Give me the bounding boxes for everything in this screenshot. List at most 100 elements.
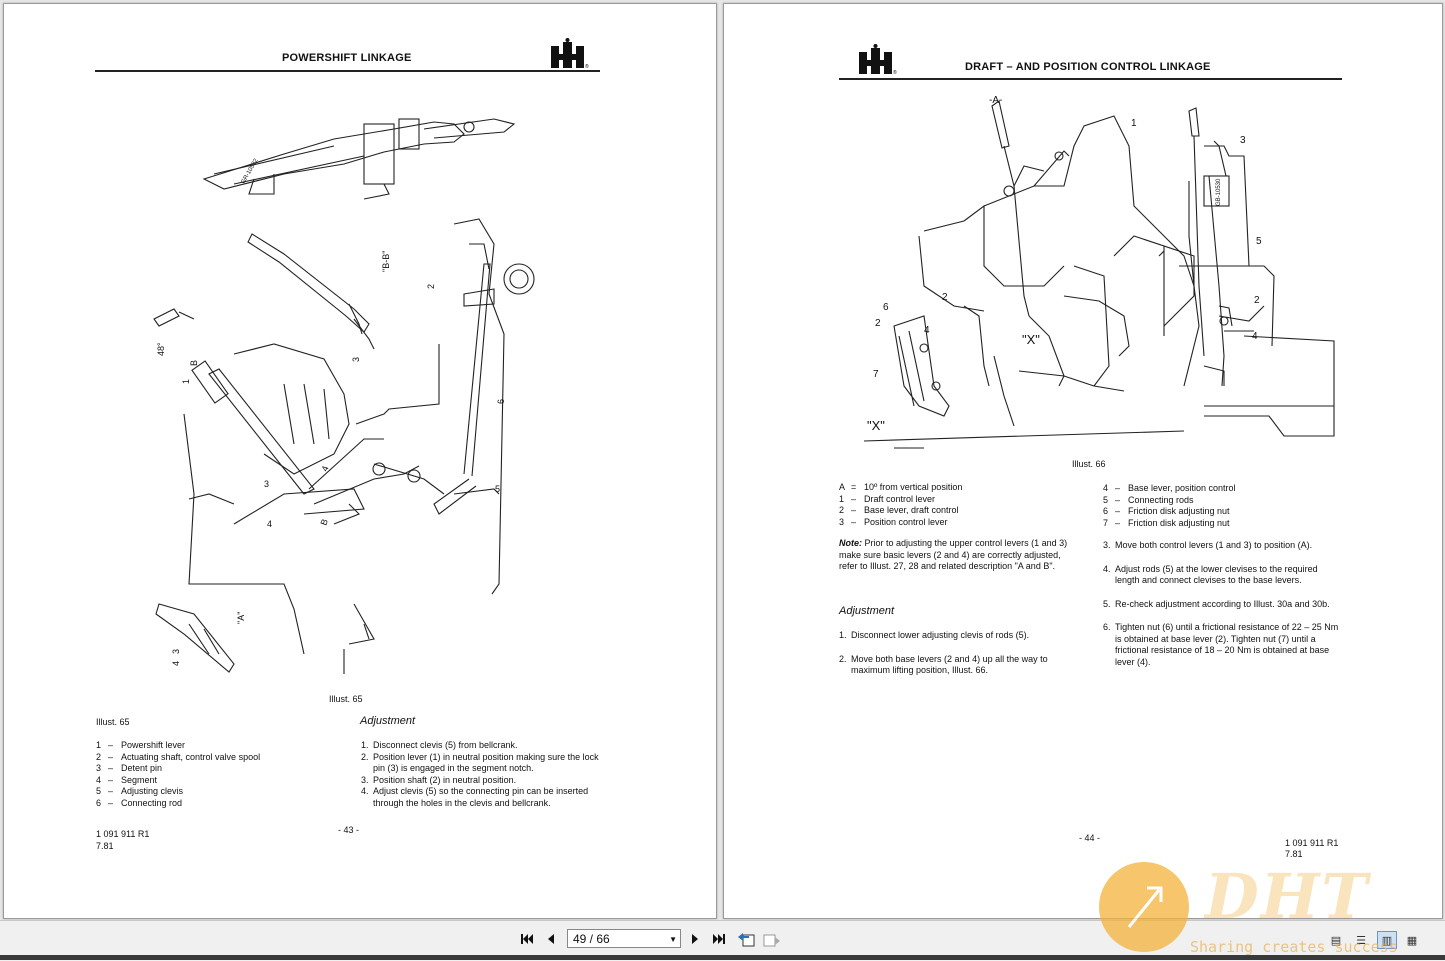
parts-legend-right: 4–Base lever, position control 5–Connect… xyxy=(1103,483,1343,529)
legend-item: 6–Connecting rod xyxy=(96,797,183,808)
label-3-bottom: 3 xyxy=(171,649,181,654)
legend-item: 4–Base lever, position control xyxy=(1103,483,1236,493)
forward-view-icon xyxy=(763,934,780,947)
document-page-left: POWERSHIFT LINKAGE ® xyxy=(3,3,717,919)
legend-item: 1–Draft control lever xyxy=(839,493,936,504)
continuous-facing-icon: ▦ xyxy=(1406,933,1418,947)
parts-legend-left: A=10º from vertical position 1–Draft con… xyxy=(839,482,1079,528)
label-a: "A" xyxy=(236,612,246,624)
label-bb: "B-B" xyxy=(381,251,391,272)
svg-text:®: ® xyxy=(893,69,897,76)
ih-logo-icon: ® xyxy=(551,38,589,70)
legend-item: 5–Connecting rods xyxy=(1103,494,1194,505)
label-angle: 48° xyxy=(156,342,166,356)
label-3: 3 xyxy=(1240,135,1246,146)
note-text: Prior to adjusting the upper control lev… xyxy=(839,538,1068,571)
previous-page-button[interactable] xyxy=(541,929,561,949)
draft-position-control-illustration: -A- "X" "X" GB-10530 1 3 5 2 4 6 2 4 7 2 xyxy=(864,95,1335,449)
next-page-button[interactable] xyxy=(685,929,705,949)
svg-text:®: ® xyxy=(585,63,589,70)
illust-caption: Illust. 65 xyxy=(329,694,363,704)
label-code: GB-10530 xyxy=(1216,178,1222,206)
document-page-right: ® DRAFT – AND POSITION CONTROL LINKAGE xyxy=(723,3,1443,919)
continuous-facing-view-button[interactable]: ▦ xyxy=(1402,931,1422,949)
label-4-left: 4 xyxy=(924,325,930,336)
adjustment-steps-right: 3.Move both control levers (1 and 3) to … xyxy=(1103,540,1343,668)
back-view-icon xyxy=(738,933,755,947)
step-item: 5.Re-check adjustment according to Illus… xyxy=(1103,598,1330,609)
first-page-button[interactable] xyxy=(517,929,537,949)
step-item: 1.Disconnect lower adjusting clevis of r… xyxy=(839,630,1030,640)
label-3: 3 xyxy=(264,479,269,489)
legend-item: 2–Base lever, draft control xyxy=(839,505,959,515)
step-item: 6.Tighten nut (6) until a frictional res… xyxy=(1103,622,1339,667)
doc-number: 1 091 911 R1 xyxy=(1285,838,1339,848)
last-page-icon xyxy=(713,934,725,944)
single-page-icon: ▤ xyxy=(1330,933,1342,947)
label-b-top: B xyxy=(189,360,199,366)
continuous-view-button[interactable]: ☰ xyxy=(1351,931,1371,949)
step-item: 4.Adjust rods (5) at the lower clevises … xyxy=(1103,563,1318,586)
chevron-down-icon: ▼ xyxy=(669,935,677,944)
step-item: 2.Move both base levers (2 and 4) up all… xyxy=(839,653,1048,676)
legend-item: 3–Position control lever xyxy=(839,516,948,527)
page-title: POWERSHIFT LINKAGE xyxy=(282,52,412,64)
label-3-top: 3 xyxy=(351,357,361,362)
first-page-icon xyxy=(521,934,533,944)
adjustment-steps: 1.Disconnect clevis (5) from bellcrank. … xyxy=(361,740,605,809)
continuous-icon: ☰ xyxy=(1356,933,1366,947)
doc-number: 1 091 911 R1 xyxy=(96,829,150,839)
legend-item: 5–Adjusting clevis xyxy=(96,786,184,796)
label-7: 7 xyxy=(873,369,879,380)
label-4-mid: 4 xyxy=(319,465,330,473)
page-title: DRAFT – AND POSITION CONTROL LINKAGE xyxy=(965,61,1211,73)
last-page-button[interactable] xyxy=(709,929,729,949)
legend-item: A=10º from vertical position xyxy=(839,482,963,492)
legend-item: 4–Segment xyxy=(96,774,158,785)
label-b-bottom: B xyxy=(318,518,329,527)
adjustment-heading: Adjustment xyxy=(839,605,895,617)
next-page-icon xyxy=(692,934,698,944)
label-2-right: 2 xyxy=(1254,295,1260,306)
note-label: Note: xyxy=(839,538,862,548)
go-back-view-button[interactable] xyxy=(736,929,756,949)
label-1: 1 xyxy=(181,379,191,384)
label-a: -A- xyxy=(989,95,1002,106)
legend-item: 2–Actuating shaft, control valve spool xyxy=(96,751,261,762)
previous-page-icon xyxy=(548,934,554,944)
facing-view-button[interactable]: ▥ xyxy=(1377,931,1397,949)
legend-item: 6–Friction disk adjusting nut xyxy=(1103,506,1230,516)
adjustment-steps-left: 1.Disconnect lower adjusting clevis of r… xyxy=(839,630,1079,677)
go-forward-view-button[interactable] xyxy=(762,929,782,949)
label-5: 5 xyxy=(495,484,500,494)
label-x-mid: "X" xyxy=(1022,332,1040,347)
doc-date: 7.81 xyxy=(96,841,114,851)
single-page-view-button[interactable]: ▤ xyxy=(1326,931,1346,949)
label-x-left: "X" xyxy=(867,418,885,433)
label-4-bottom: 4 xyxy=(171,661,181,666)
label-2-left: 2 xyxy=(875,318,881,329)
page-number: - 43 - xyxy=(338,825,360,835)
note-paragraph: Note: Prior to adjusting the upper contr… xyxy=(839,538,1079,573)
illust-caption: Illust. 66 xyxy=(1072,459,1106,469)
header-rule xyxy=(839,78,1342,80)
legend-item: 7–Friction disk adjusting nut xyxy=(1103,517,1230,528)
window-bottom-edge xyxy=(0,955,1445,960)
legend-title: Illust. 65 xyxy=(96,717,130,727)
step-item: 4.Adjust clevis (5) so the connecting pi… xyxy=(361,786,589,808)
ih-logo-icon: ® xyxy=(859,44,897,76)
page-number-input[interactable]: 49 / 66 ▼ xyxy=(567,929,681,948)
page-indicator: 49 / 66 xyxy=(573,932,610,946)
step-item: 3.Move both control levers (1 and 3) to … xyxy=(1103,540,1313,550)
label-2: 2 xyxy=(426,284,436,289)
legend-item: 3–Detent pin xyxy=(96,763,163,773)
powershift-linkage-illustration: "B-B" GR-10532 48° B 1 3 2 6 3 4 4 B 5 "… xyxy=(153,118,535,674)
viewer-toolbar: 49 / 66 ▼ ▤ ☰ ▥ ▦ xyxy=(0,920,1445,961)
step-item: 3.Position shaft (2) in neutral position… xyxy=(361,774,517,785)
adjustment-heading: Adjustment xyxy=(360,715,416,727)
label-4-right: 4 xyxy=(1252,331,1258,342)
label-5: 5 xyxy=(1256,236,1262,247)
step-item: 2.Position lever (1) in neutral position… xyxy=(361,751,599,774)
step-item: 1.Disconnect clevis (5) from bellcrank. xyxy=(361,740,518,750)
label-2-mid: 2 xyxy=(942,292,948,303)
